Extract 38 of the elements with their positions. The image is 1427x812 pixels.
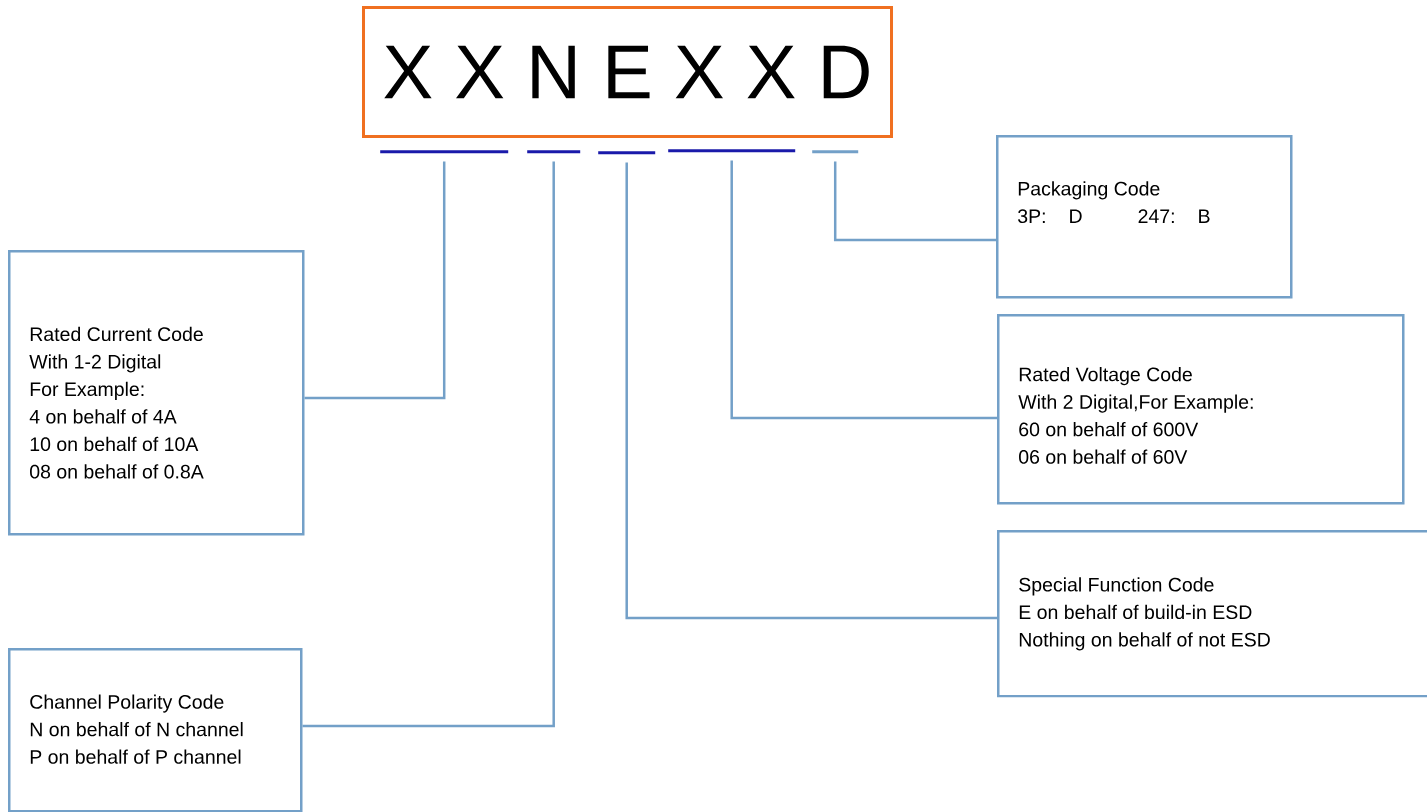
description-text: Nothing on behalf of not ESD [1019,632,1270,651]
description-box [997,530,1427,698]
description-text: Rated Voltage Code [1019,367,1192,386]
underline-bar [668,149,796,153]
description-text: 06 on behalf of 60V [1019,449,1188,464]
leader-line [730,160,997,420]
description-text: 10 on behalf of 10A [30,436,199,452]
underline-bar [380,150,509,154]
description-text: Channel Polarity Code [30,694,224,713]
leader-line [625,162,997,620]
description-text: B [1199,209,1210,223]
description-text: With 1-2 Digital [29,354,161,373]
description-text: With 2 Digital,For Example: [1018,394,1253,413]
description-text: Special Function Code [1019,577,1214,596]
description-text: E on behalf of build-in ESD [1019,604,1252,620]
underline-bar [812,150,859,154]
description-box [8,648,303,812]
underline-bar [527,150,581,154]
code-box [362,6,893,138]
leader-line [833,161,996,242]
description-box [996,135,1293,299]
description-text: 3P: [1018,209,1045,224]
description-text: N on behalf of N channel [30,722,243,737]
code-text: X X N E X X D [384,45,869,99]
description-text: For Example: [30,381,144,400]
description-text: P on behalf of P channel [30,749,241,764]
description-box [8,250,305,536]
description-text: 08 on behalf of 0.8A [30,464,204,479]
description-text: Packaging Code [1018,181,1160,200]
description-box [997,314,1405,505]
description-text: D [1070,209,1082,223]
description-text: 247: [1138,209,1174,223]
description-text: 60 on behalf of 600V [1019,422,1199,437]
underline-bar [598,151,656,155]
description-text: 4 on behalf of 4A [29,409,177,424]
leader-line [302,161,555,728]
description-text: Rated Current Code [30,326,203,342]
leader-line [304,161,446,400]
